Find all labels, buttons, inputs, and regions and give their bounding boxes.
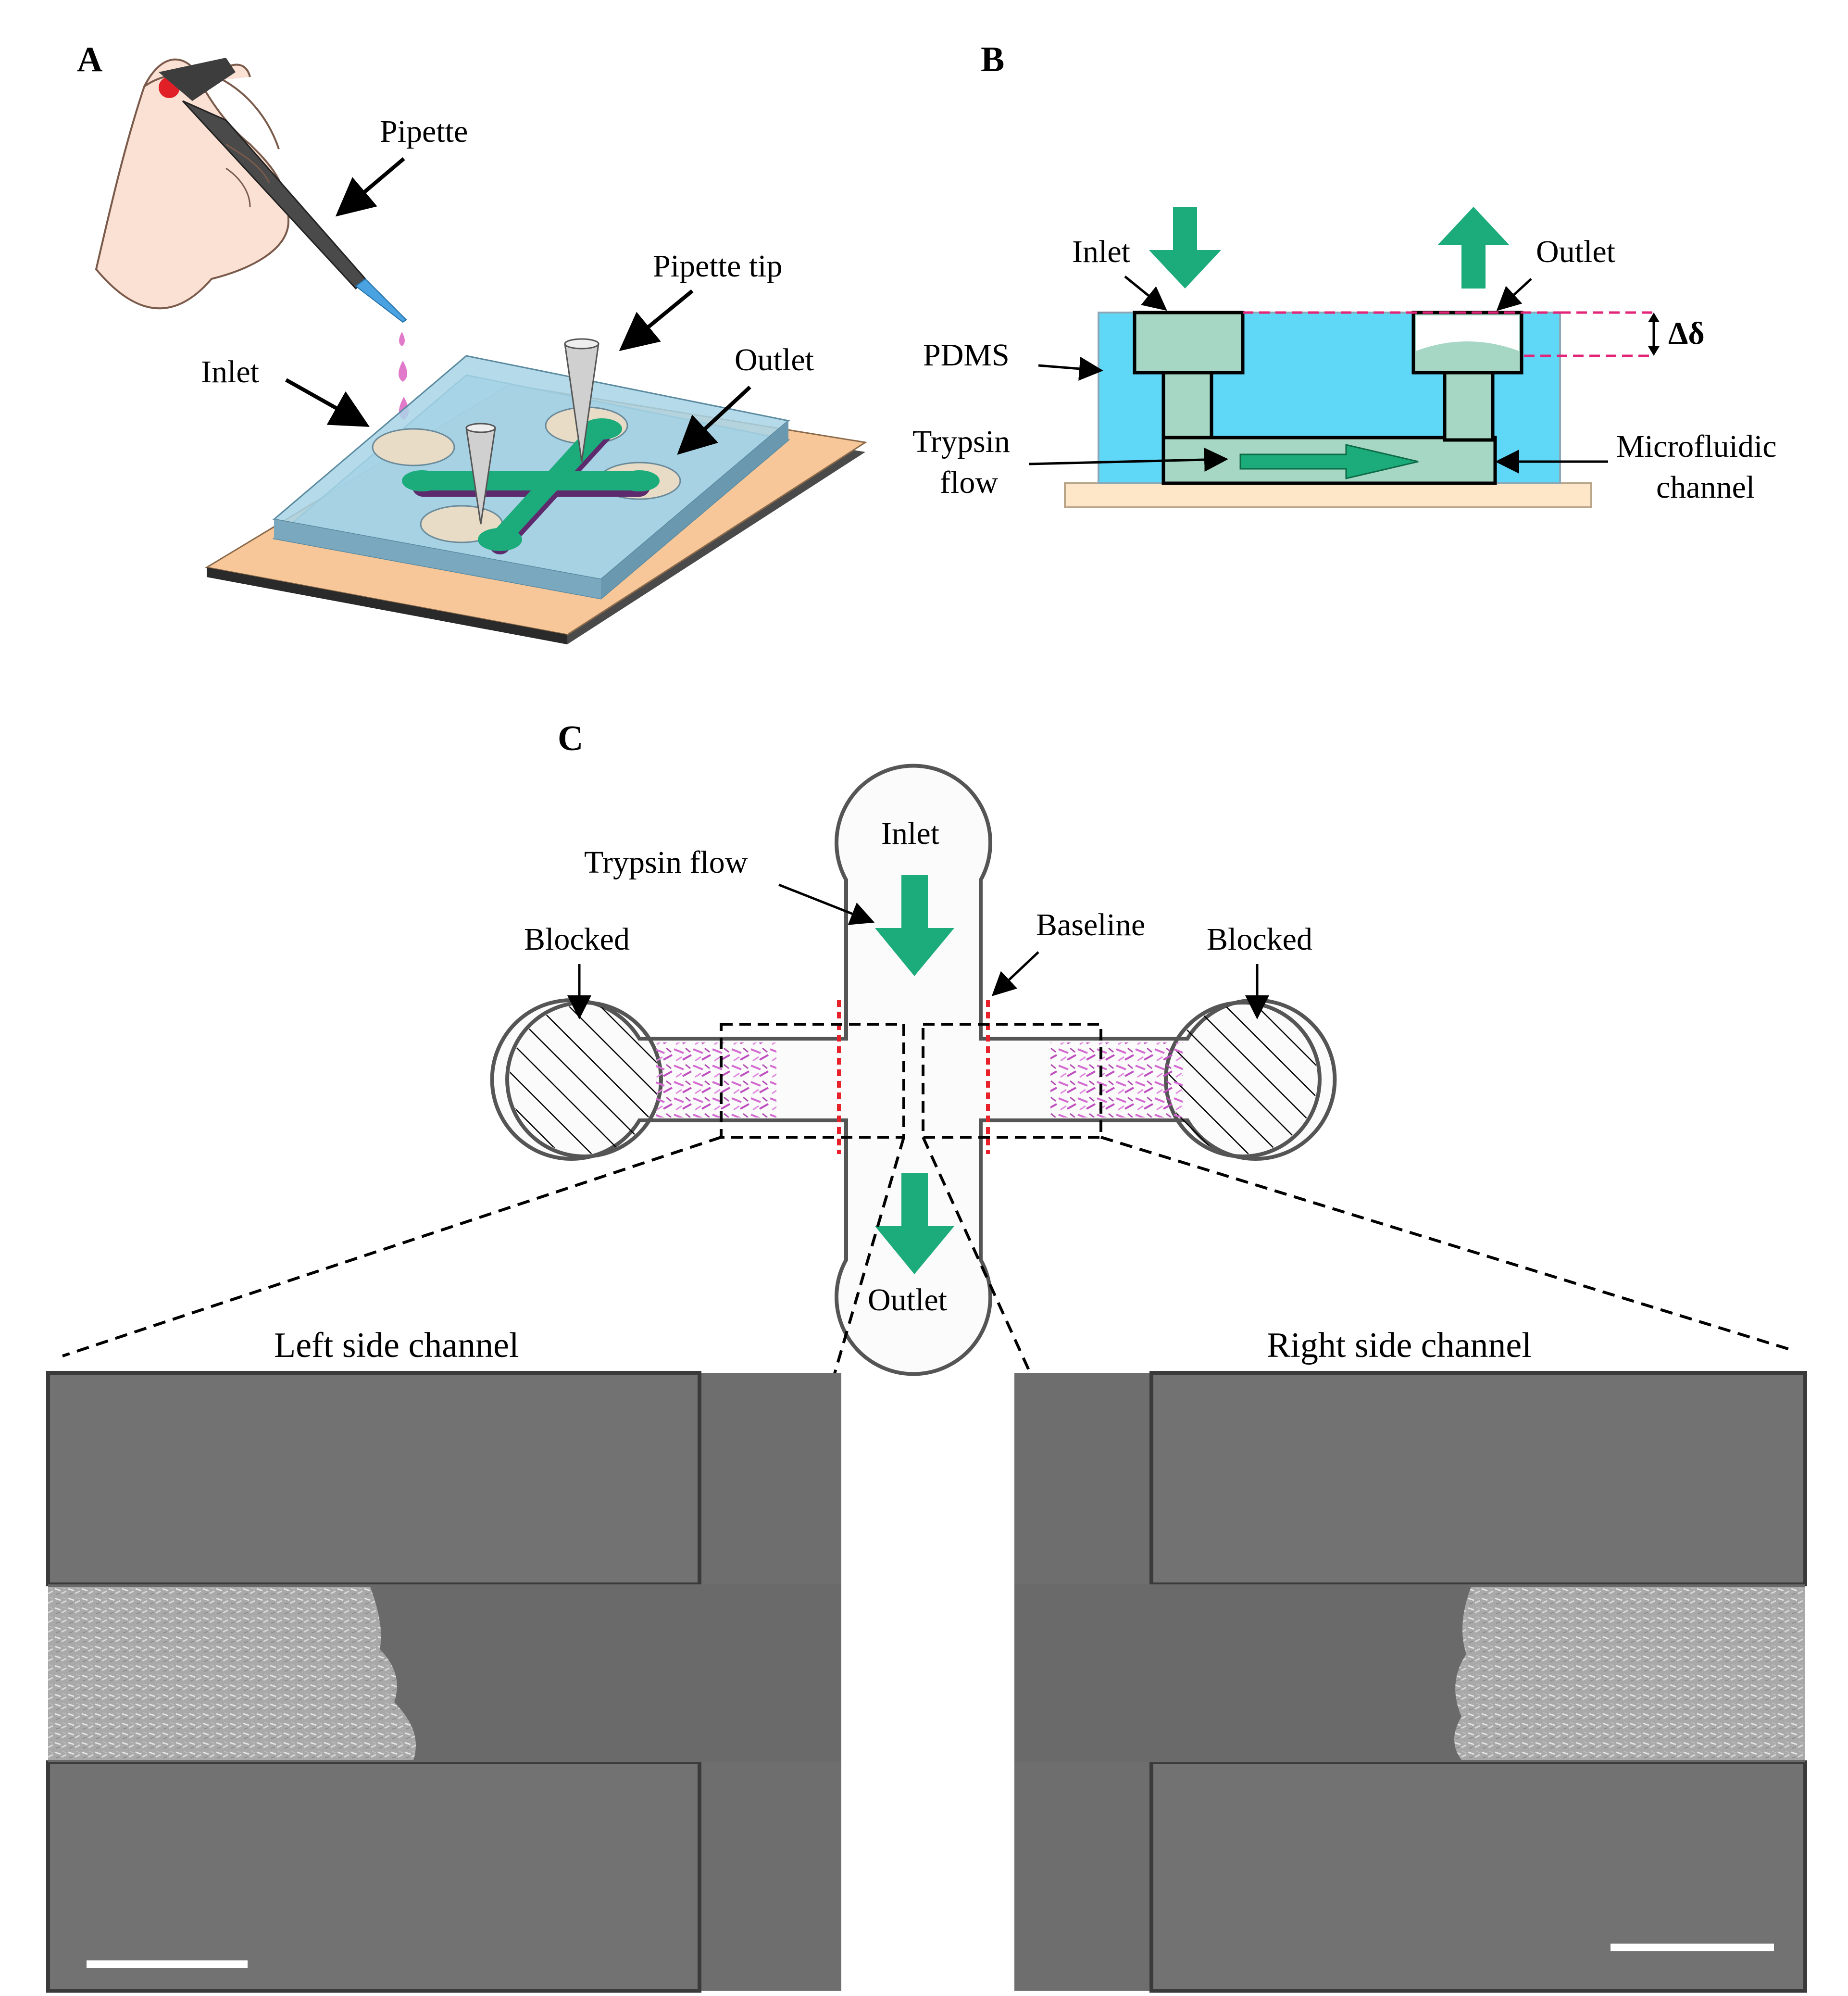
zoom-line-right-outer (1100, 1136, 1796, 1353)
label-outlet-c: Outlet (868, 1282, 947, 1318)
arrow-outlet-a (677, 386, 751, 455)
panel-a: A (77, 40, 868, 644)
arrow-pipette (335, 157, 405, 217)
micrograph-right (1014, 1371, 1807, 1993)
trypsin-flow-arrow-b (1239, 444, 1419, 479)
label-inlet-a: Inlet (201, 354, 259, 389)
panel-b: B Δδ Inlet Outlet PDMS (912, 40, 1777, 508)
glass-slide (1064, 482, 1592, 508)
microfluidic-device-3d (204, 338, 868, 644)
label-left-side-channel: Left side channel (274, 1326, 519, 1365)
arrow-baseline (991, 951, 1039, 996)
trypsin-flow-arrow-c (875, 875, 954, 976)
panel-c: C Inlet Outlet Trypsin flow Baseline (46, 719, 1807, 1993)
outlet-flow-arrow-c (875, 1173, 954, 1274)
inlet-flow-arrow (1149, 207, 1221, 289)
zoom-line-left-outer (62, 1136, 722, 1357)
arrow-pdms (1038, 356, 1103, 381)
arrow-trypsin-flow-c (778, 883, 875, 925)
cells-right (1050, 1042, 1183, 1117)
label-inlet-b: Inlet (1072, 234, 1130, 269)
outlet-flow-arrow (1437, 207, 1510, 289)
label-baseline: Baseline (1036, 907, 1145, 942)
label-microfluidic-line1: Microfluidic (1616, 429, 1777, 464)
label-delta: Δδ (1668, 316, 1705, 351)
blocked-left-hatch (510, 1005, 659, 1154)
arrow-pipette-tip (619, 289, 694, 351)
label-microfluidic-line2: channel (1656, 470, 1755, 505)
outlet-meniscus (1416, 315, 1519, 351)
label-outlet-a: Outlet (735, 342, 814, 377)
label-blocked-right: Blocked (1207, 922, 1312, 957)
blocked-right-hatch (1168, 1005, 1317, 1154)
arrow-inlet-a (285, 378, 370, 427)
micrograph-left (46, 1371, 841, 1993)
zoom-line-right-inner (922, 1136, 1033, 1376)
panel-c-letter: C (558, 719, 583, 758)
label-pdms: PDMS (923, 338, 1010, 373)
arrow-outlet-b (1496, 278, 1532, 311)
zoom-line-left-inner (833, 1137, 905, 1376)
label-inlet-c: Inlet (881, 816, 939, 851)
label-pipette-tip: Pipette tip (653, 249, 782, 284)
label-trypsin-flow-c: Trypsin flow (584, 845, 748, 880)
label-trypsin-line1: Trypsin (912, 424, 1010, 459)
cross-channel-schematic (490, 764, 1337, 1376)
cell-monolayer-left (48, 1587, 416, 1760)
label-trypsin-line2: flow (940, 465, 998, 500)
arrow-inlet-b (1124, 276, 1167, 311)
panel-b-letter: B (981, 40, 1004, 79)
cells-left (656, 1042, 776, 1117)
panel-a-letter: A (77, 40, 102, 79)
label-right-side-channel: Right side channel (1267, 1326, 1532, 1365)
label-outlet-b: Outlet (1536, 234, 1615, 269)
hand-with-pipette-illustration (95, 58, 407, 323)
label-blocked-left: Blocked (524, 922, 630, 957)
cell-monolayer-right (1454, 1587, 1805, 1760)
arrow-trypsin-b (1028, 447, 1228, 472)
label-pipette: Pipette (380, 114, 468, 149)
zoom-box-left (720, 1023, 905, 1139)
